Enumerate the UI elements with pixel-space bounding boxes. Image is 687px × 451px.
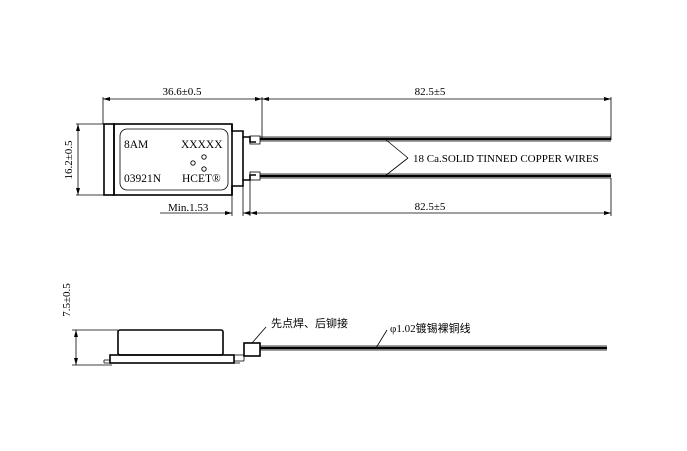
wire-callout-label: 18 Ca.SOLID TINNED COPPER WIRES [413,153,599,165]
indicator-dot-2 [190,160,196,166]
wire-callout: 18 Ca.SOLID TINNED COPPER WIRES [384,138,599,177]
fuse-body-side [103,329,261,364]
wire-length-bottom-dimension: 82.5±5 [249,178,612,216]
min-pitch-label: Min.1.53 [168,202,209,214]
marking-code: XXXXX [181,139,223,151]
wire-note: φ1.02镀锡裸铜线 [375,321,471,349]
indicator-dot-3 [201,166,207,172]
body-height-dimension: 16.2±0.5 [63,123,104,196]
min-pitch-dimension: Min.1.53 [160,186,252,216]
thickness-dimension: 7.5±0.5 [61,283,118,366]
body-height-label: 16.2±0.5 [63,140,75,180]
body-length-dimension: 36.6±0.5 [102,86,263,140]
weld-note: 先点焊、后铆接 [251,316,348,344]
wire-length-top-label: 82.5±5 [415,86,446,98]
wire-side [260,345,607,351]
wires-top [260,136,611,179]
thickness-label: 7.5±0.5 [61,283,73,317]
indicator-dot-1 [201,154,207,160]
marking-part: 03921N [124,173,162,185]
marking-rating: 8AM [124,139,148,151]
wire-length-bottom-label: 82.5±5 [415,201,446,213]
marking-brand: HCET® [182,173,221,185]
wire-note-label: φ1.02镀锡裸铜线 [390,321,471,335]
top-view: 36.6±0.5 82.5±5 16.2±0.5 [63,86,612,216]
wire-length-top-dimension: 82.5±5 [262,86,612,140]
body-length-label: 36.6±0.5 [162,86,202,98]
weld-note-label: 先点焊、后铆接 [271,316,348,330]
side-view: 7.5±0.5 先点焊、后铆接 φ1.02镀锡裸铜 [61,283,607,366]
fuse-body-top: 8AM XXXXX 03921N HCET® [103,123,261,196]
